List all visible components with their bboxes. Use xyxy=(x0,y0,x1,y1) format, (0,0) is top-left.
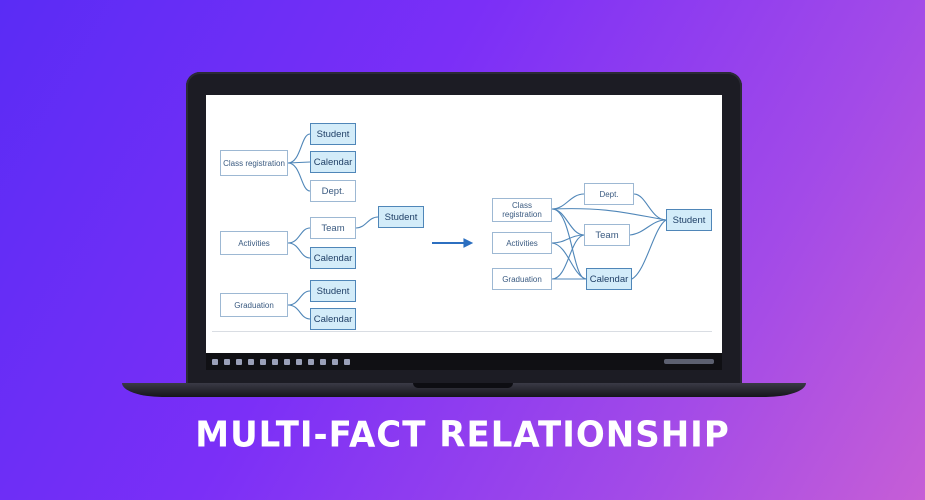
laptop-base-notch xyxy=(413,383,513,388)
node-act-calendar: Calendar xyxy=(310,247,356,269)
link-class-dept xyxy=(287,162,311,192)
node-r-class-registration: Class registration xyxy=(492,198,552,222)
screen-divider xyxy=(212,331,712,332)
start-icon[interactable] xyxy=(212,358,218,365)
mail-icon[interactable] xyxy=(284,358,290,365)
link-r-calendar-student xyxy=(631,219,667,280)
browser-icon[interactable] xyxy=(248,358,254,365)
node-team-student: Student xyxy=(378,206,424,228)
link-grad-calendar xyxy=(287,304,311,320)
laptop-base xyxy=(122,383,806,397)
link-team-student xyxy=(355,216,379,229)
link-class-calendar xyxy=(287,161,311,164)
node-act-team: Team xyxy=(310,217,356,239)
folder-icon[interactable] xyxy=(260,358,266,365)
app-icon[interactable] xyxy=(332,358,338,365)
link-r-dept-student xyxy=(633,193,667,221)
app-icon[interactable] xyxy=(308,358,314,365)
app-icon[interactable] xyxy=(320,358,326,365)
app-icon[interactable] xyxy=(344,358,350,365)
node-class-student: Student xyxy=(310,123,356,145)
store-icon[interactable] xyxy=(272,358,278,365)
link-grad-student xyxy=(287,290,311,306)
node-grad-student: Student xyxy=(310,280,356,302)
node-r-dept: Dept. xyxy=(584,183,634,205)
node-r-student: Student xyxy=(666,209,712,231)
node-grad-calendar: Calendar xyxy=(310,308,356,330)
node-activities: Activities xyxy=(220,231,288,255)
node-r-team: Team xyxy=(584,224,630,246)
page-title: MULTI-FACT RELATIONSHIP xyxy=(195,414,730,456)
node-r-calendar: Calendar xyxy=(586,268,632,290)
link-r-team-student xyxy=(629,219,667,236)
link-r-class-dept xyxy=(551,193,585,210)
app-icon[interactable] xyxy=(296,358,302,365)
os-taskbar xyxy=(206,353,722,370)
node-class-dept: Dept. xyxy=(310,180,356,202)
link-act-team xyxy=(287,227,311,244)
node-graduation: Graduation xyxy=(220,293,288,317)
link-class-student xyxy=(287,133,311,164)
relationship-links xyxy=(287,133,667,320)
task-view-icon[interactable] xyxy=(236,358,242,365)
node-r-graduation: Graduation xyxy=(492,268,552,290)
search-icon[interactable] xyxy=(224,358,230,365)
node-class-registration: Class registration xyxy=(220,150,288,176)
link-r-class-student xyxy=(551,208,667,221)
link-act-calendar xyxy=(287,242,311,259)
link-r-act-team xyxy=(551,234,585,244)
node-r-activities: Activities xyxy=(492,232,552,254)
transform-arrow-head xyxy=(463,238,474,248)
node-class-calendar: Calendar xyxy=(310,151,356,173)
link-r-act-calendar xyxy=(551,242,587,280)
system-tray[interactable] xyxy=(664,359,714,364)
laptop-screen: Class registration Student Calendar Dept… xyxy=(206,95,722,370)
link-r-grad-team xyxy=(551,234,585,280)
link-r-class-calendar xyxy=(551,208,587,280)
